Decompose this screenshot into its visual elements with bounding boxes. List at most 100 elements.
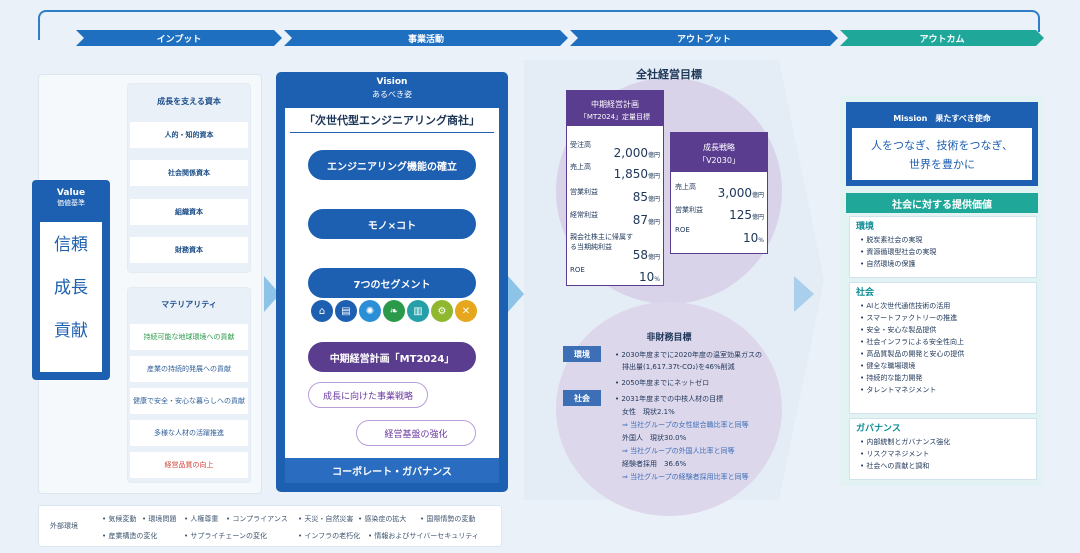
v2030-card-subtitle: 「V2030」 (698, 156, 740, 165)
env-line: • 2030年度までに2020年度の温室効果ガスの (615, 351, 762, 359)
social-value-soc: 社会 • AIと次世代通信技術の活用 • スマートファクトリーの推進 • 安全・… (849, 282, 1037, 414)
v2030-card-title: 成長戦略 (703, 143, 735, 152)
list-item: • 脱炭素社会の実現 (860, 236, 923, 244)
value-item-trust: 信頼 (54, 235, 88, 255)
strategy-pill: 成長に向けた事業戦略 (308, 382, 428, 408)
target-label: ROE (675, 226, 690, 234)
target-label: 営業利益 (675, 206, 703, 214)
value-subtitle: 価値基準 (57, 199, 85, 207)
external-item: • 産業構造の変化 (102, 532, 158, 540)
materiality-box (128, 288, 250, 482)
list-item: • 安全・安心な製品提供 (860, 326, 937, 334)
env-line: • 2050年度までにネットゼロ (615, 379, 710, 387)
external-item: • 情報およびサイバーセキュリティ (368, 532, 479, 540)
target-value: 85億円 (632, 190, 660, 204)
value-box: Value 価値基準 信頼 成長 貢献 (32, 180, 110, 380)
target-value: 58億円 (632, 248, 660, 262)
external-item: • 感染症の拡大 (358, 515, 407, 523)
mt2024-card-title: 中期経営計画 (591, 100, 639, 109)
target-value: 87億円 (632, 213, 660, 227)
vision-subtitle: あるべき姿 (372, 90, 412, 99)
external-item: • インフラの老朽化 (298, 532, 361, 540)
materiality-item-quality: 経営品質の向上 (130, 452, 248, 478)
target-value: 1,850億円 (613, 167, 660, 181)
target-value: 125億円 (729, 208, 764, 222)
list-item: • 持続的な能力開発 (860, 374, 923, 382)
plant-icon: ⌂ (311, 300, 333, 322)
building-icon: ▤ (335, 300, 357, 322)
external-item: • コンプライアンス (226, 515, 288, 523)
target-value: 3,000億円 (717, 186, 764, 200)
materiality-item-safety: 健康で安全・安心な暮らしへの貢献 (130, 388, 248, 414)
materiality-item-diversity: 多様な人材の活躍推進 (130, 420, 248, 446)
list-item: • 社会への貢献と調和 (860, 462, 930, 470)
value-item-growth: 成長 (54, 278, 88, 298)
monokoto-pill: モノ×コト (308, 209, 476, 239)
capital-item-social: 社会関係資本 (130, 160, 248, 186)
governance-bar: コーポレート・ガバナンス (285, 458, 499, 483)
nonfinancial-title: 非財務目標 (646, 333, 692, 343)
external-item: • サプライチェーンの変化 (184, 532, 268, 540)
target-label: ROE (570, 266, 585, 274)
external-item: • 気候変動 (102, 515, 137, 523)
v2030-header (670, 132, 768, 172)
factory-icon: ▥ (407, 300, 429, 322)
value-items: 信頼 成長 貢献 (40, 222, 102, 372)
circuit-icon: ✺ (359, 300, 381, 322)
soc-line: 経験者採用 36.6% (622, 460, 687, 468)
capital-item-org: 組織資本 (130, 199, 248, 225)
target-label: 親会社株主に帰属する当期純利益 (570, 233, 633, 251)
gear-icon: ⚙ (431, 300, 453, 322)
soc-line: ⇒ 当社グループの外国人比率と同等 (622, 447, 735, 455)
target-value: 10% (743, 231, 764, 245)
segments-pill: 7つのセグメント (308, 268, 476, 298)
capital-title: 成長を支える資本 (157, 97, 221, 106)
target-value: 10% (639, 270, 660, 284)
value-title: Value (56, 188, 86, 198)
external-item: • 国際情勢の変動 (420, 515, 476, 523)
value-item-contribution: 貢献 (54, 321, 88, 341)
capital-item-financial: 財務資本 (130, 237, 248, 263)
mission-statement-box (852, 128, 1032, 180)
nonfinancial-circle (556, 302, 782, 516)
soc-line: ⇒ 当社グループの女性総合職比率と同等 (622, 421, 749, 429)
vision-divider (290, 132, 494, 133)
target-label: 経常利益 (570, 211, 598, 219)
stage-outcome: アウトカム (840, 30, 1044, 46)
mission-title: Mission 果たすべき使命 (893, 114, 991, 123)
list-item: • タレントマネジメント (860, 386, 937, 394)
list-item: • 社会インフラによる安全性向上 (860, 338, 964, 346)
list-item: • 自然環境の保護 (860, 260, 916, 268)
list-item: • 健全な職場環境 (860, 362, 916, 370)
mt2024-pill: 中期経営計画「MT2024」 (308, 342, 476, 372)
capital-item-human: 人的・知的資本 (130, 122, 248, 148)
engineering-pill: エンジニアリング機能の確立 (308, 150, 476, 180)
mission-line1: 人をつなぎ、技術をつなぎ、 (871, 139, 1013, 152)
list-item: • 高品質製品の開発と安心の提供 (860, 350, 965, 358)
tool-icon: ✕ (455, 300, 477, 322)
social-value-env: 環境 • 脱炭素社会の実現 • 資源循環型社会の実現 • 自然環境の保護 (849, 216, 1037, 278)
target-label: 受注高 (570, 141, 591, 149)
mission-line2: 世界を豊かに (909, 158, 975, 171)
targets-title: 全社経営目標 (636, 68, 702, 81)
external-item: • 人権尊重 (184, 515, 219, 523)
external-item: • 環境問題 (142, 515, 177, 523)
list-item: • 内部統制とガバナンス強化 (860, 438, 951, 446)
social-value-gov: ガバナンス • 内部統制とガバナンス強化 • リスクマネジメント • 社会への貢… (849, 418, 1037, 480)
flow-loop-line (38, 10, 1040, 40)
mt2024-header (566, 90, 664, 126)
target-label: 営業利益 (570, 188, 598, 196)
soc-section-title: 社会 (856, 288, 875, 298)
external-environment-box (38, 505, 502, 547)
target-label: 売上高 (675, 183, 696, 191)
gov-section-title: ガバナンス (856, 424, 901, 434)
soc-line: 外国人 現状30.0% (622, 434, 687, 442)
vision-name: 「次世代型エンジニアリング商社」 (304, 114, 480, 127)
env-line: 排出量(1,617.37t-CO₂)を46%削減 (622, 363, 735, 371)
soc-tag: 社会 (563, 390, 601, 406)
leaf-icon: ❧ (383, 300, 405, 322)
target-label: 売上高 (570, 163, 591, 171)
external-label: 外部環境 (50, 522, 78, 530)
arrow-right-icon (508, 276, 524, 312)
env-section-title: 環境 (856, 222, 875, 232)
